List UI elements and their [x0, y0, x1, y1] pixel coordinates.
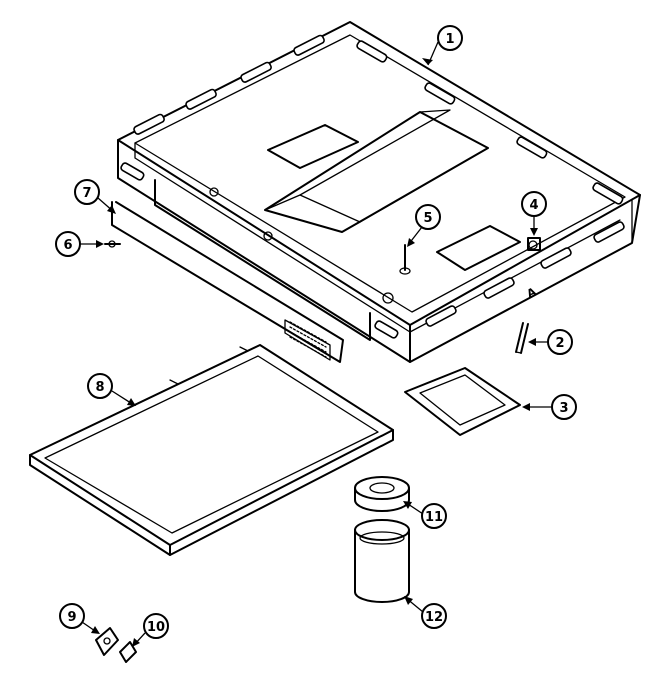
callout-1: 1	[445, 32, 454, 47]
callout-12: 12	[425, 610, 443, 625]
callout-3-circle	[551, 394, 577, 420]
callout-4-circle	[521, 191, 547, 217]
callout-4: 4	[529, 198, 538, 213]
cap-11	[354, 476, 410, 512]
callout-7: 7	[82, 186, 91, 201]
callout-9: 9	[67, 610, 76, 625]
callout-12-circle	[421, 603, 447, 629]
callout-8: 8	[95, 380, 104, 395]
callout-8-circle	[87, 373, 113, 399]
bottom-tray	[29, 344, 394, 556]
screw-6	[104, 240, 121, 248]
callout-5-circle	[415, 204, 441, 230]
jar-12	[354, 519, 410, 603]
callout-6: 6	[63, 238, 72, 253]
callout-1-circle	[437, 25, 463, 51]
vent-grille	[289, 321, 327, 358]
callouts: 1 2 3 4 5 6 7 8	[55, 25, 577, 647]
callout-9-circle	[59, 603, 85, 629]
gasket-3	[404, 367, 521, 436]
screw-2	[515, 322, 529, 354]
callout-11: 11	[425, 510, 443, 525]
bolt-5	[399, 244, 411, 275]
callout-5: 5	[423, 211, 432, 226]
callout-10: 10	[147, 620, 165, 635]
mark-a: A	[525, 285, 539, 301]
callout-7-circle	[74, 179, 100, 205]
callout-6-circle	[55, 231, 81, 257]
callout-10-circle	[143, 613, 169, 639]
cooktop-pan: A	[117, 21, 641, 363]
callout-2-circle	[547, 329, 573, 355]
callout-2: 2	[555, 336, 564, 351]
callout-11-circle	[421, 503, 447, 529]
callout-3: 3	[559, 401, 568, 416]
clip-4	[527, 237, 541, 251]
bracket-9	[95, 627, 119, 656]
front-panel	[111, 201, 344, 363]
clip-10	[119, 641, 137, 663]
